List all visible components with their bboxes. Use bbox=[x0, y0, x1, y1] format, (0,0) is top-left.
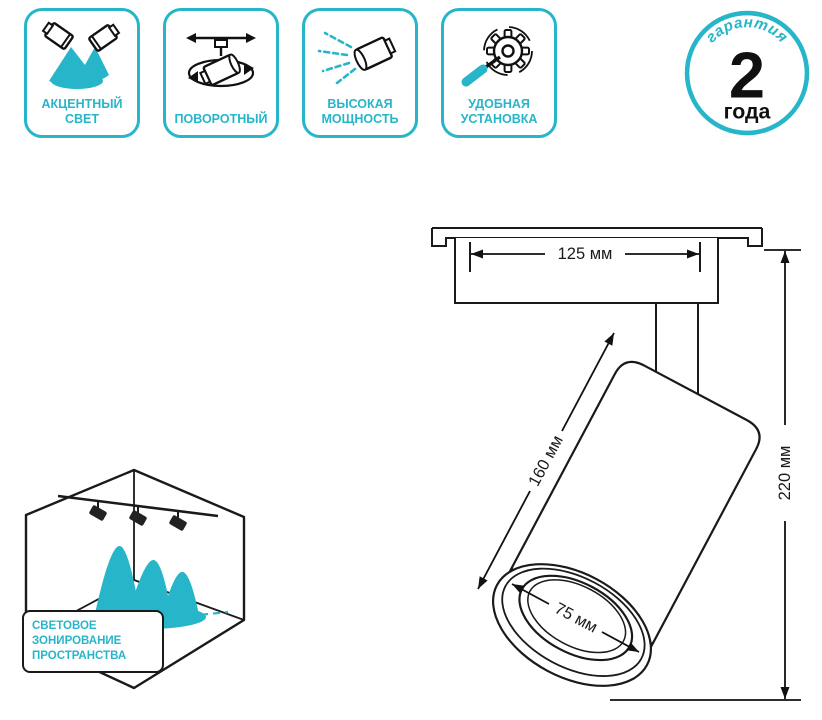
feature-label: ВЫСОКАЯ МОЩНОСТЬ bbox=[321, 97, 399, 126]
technical-drawing: 125 мм 220 мм 160 мм 75 мм bbox=[431, 227, 801, 701]
ceiling-track bbox=[57, 494, 219, 531]
dimension-track-width: 125 мм bbox=[471, 245, 699, 263]
room-caption: СВЕТОВОЕ ЗОНИРОВАНИЕ ПРОСТРАНСТВА bbox=[22, 610, 164, 673]
feature-badge-accent-light: АКЦЕНТНЫЙ СВЕТ bbox=[24, 8, 140, 138]
feature-badges-row: АКЦЕНТНЫЙ СВЕТ bbox=[24, 8, 557, 138]
warranty-badge: гарантия 2 года bbox=[684, 10, 810, 136]
accent-light-icon bbox=[35, 19, 129, 97]
track-adapter bbox=[431, 227, 763, 304]
feature-badge-high-power: ВЫСОКАЯ МОЩНОСТЬ bbox=[302, 8, 418, 138]
track-lamp bbox=[169, 511, 187, 531]
dimension-label-track-width: 125 мм bbox=[558, 245, 613, 263]
warranty-years: года bbox=[724, 100, 771, 124]
feature-badge-easy-install: УДОБНАЯ УСТАНОВКА bbox=[441, 8, 557, 138]
warranty-number: 2 bbox=[729, 38, 765, 111]
dimension-total-height: 220 мм bbox=[610, 249, 801, 701]
feature-badge-rotatable: ПОВОРОТНЫЙ bbox=[163, 8, 279, 138]
high-power-icon bbox=[313, 19, 407, 97]
feature-label: АКЦЕНТНЫЙ СВЕТ bbox=[41, 97, 123, 126]
track-lamp bbox=[129, 506, 147, 526]
easy-install-icon bbox=[452, 19, 546, 97]
feature-label: ПОВОРОТНЫЙ bbox=[174, 111, 268, 126]
track-lamp bbox=[89, 501, 107, 521]
dimension-label-total-height: 220 мм bbox=[776, 446, 794, 501]
lamp-cylinder bbox=[491, 360, 761, 687]
rotatable-icon bbox=[174, 19, 268, 112]
feature-label: УДОБНАЯ УСТАНОВКА bbox=[460, 97, 538, 126]
